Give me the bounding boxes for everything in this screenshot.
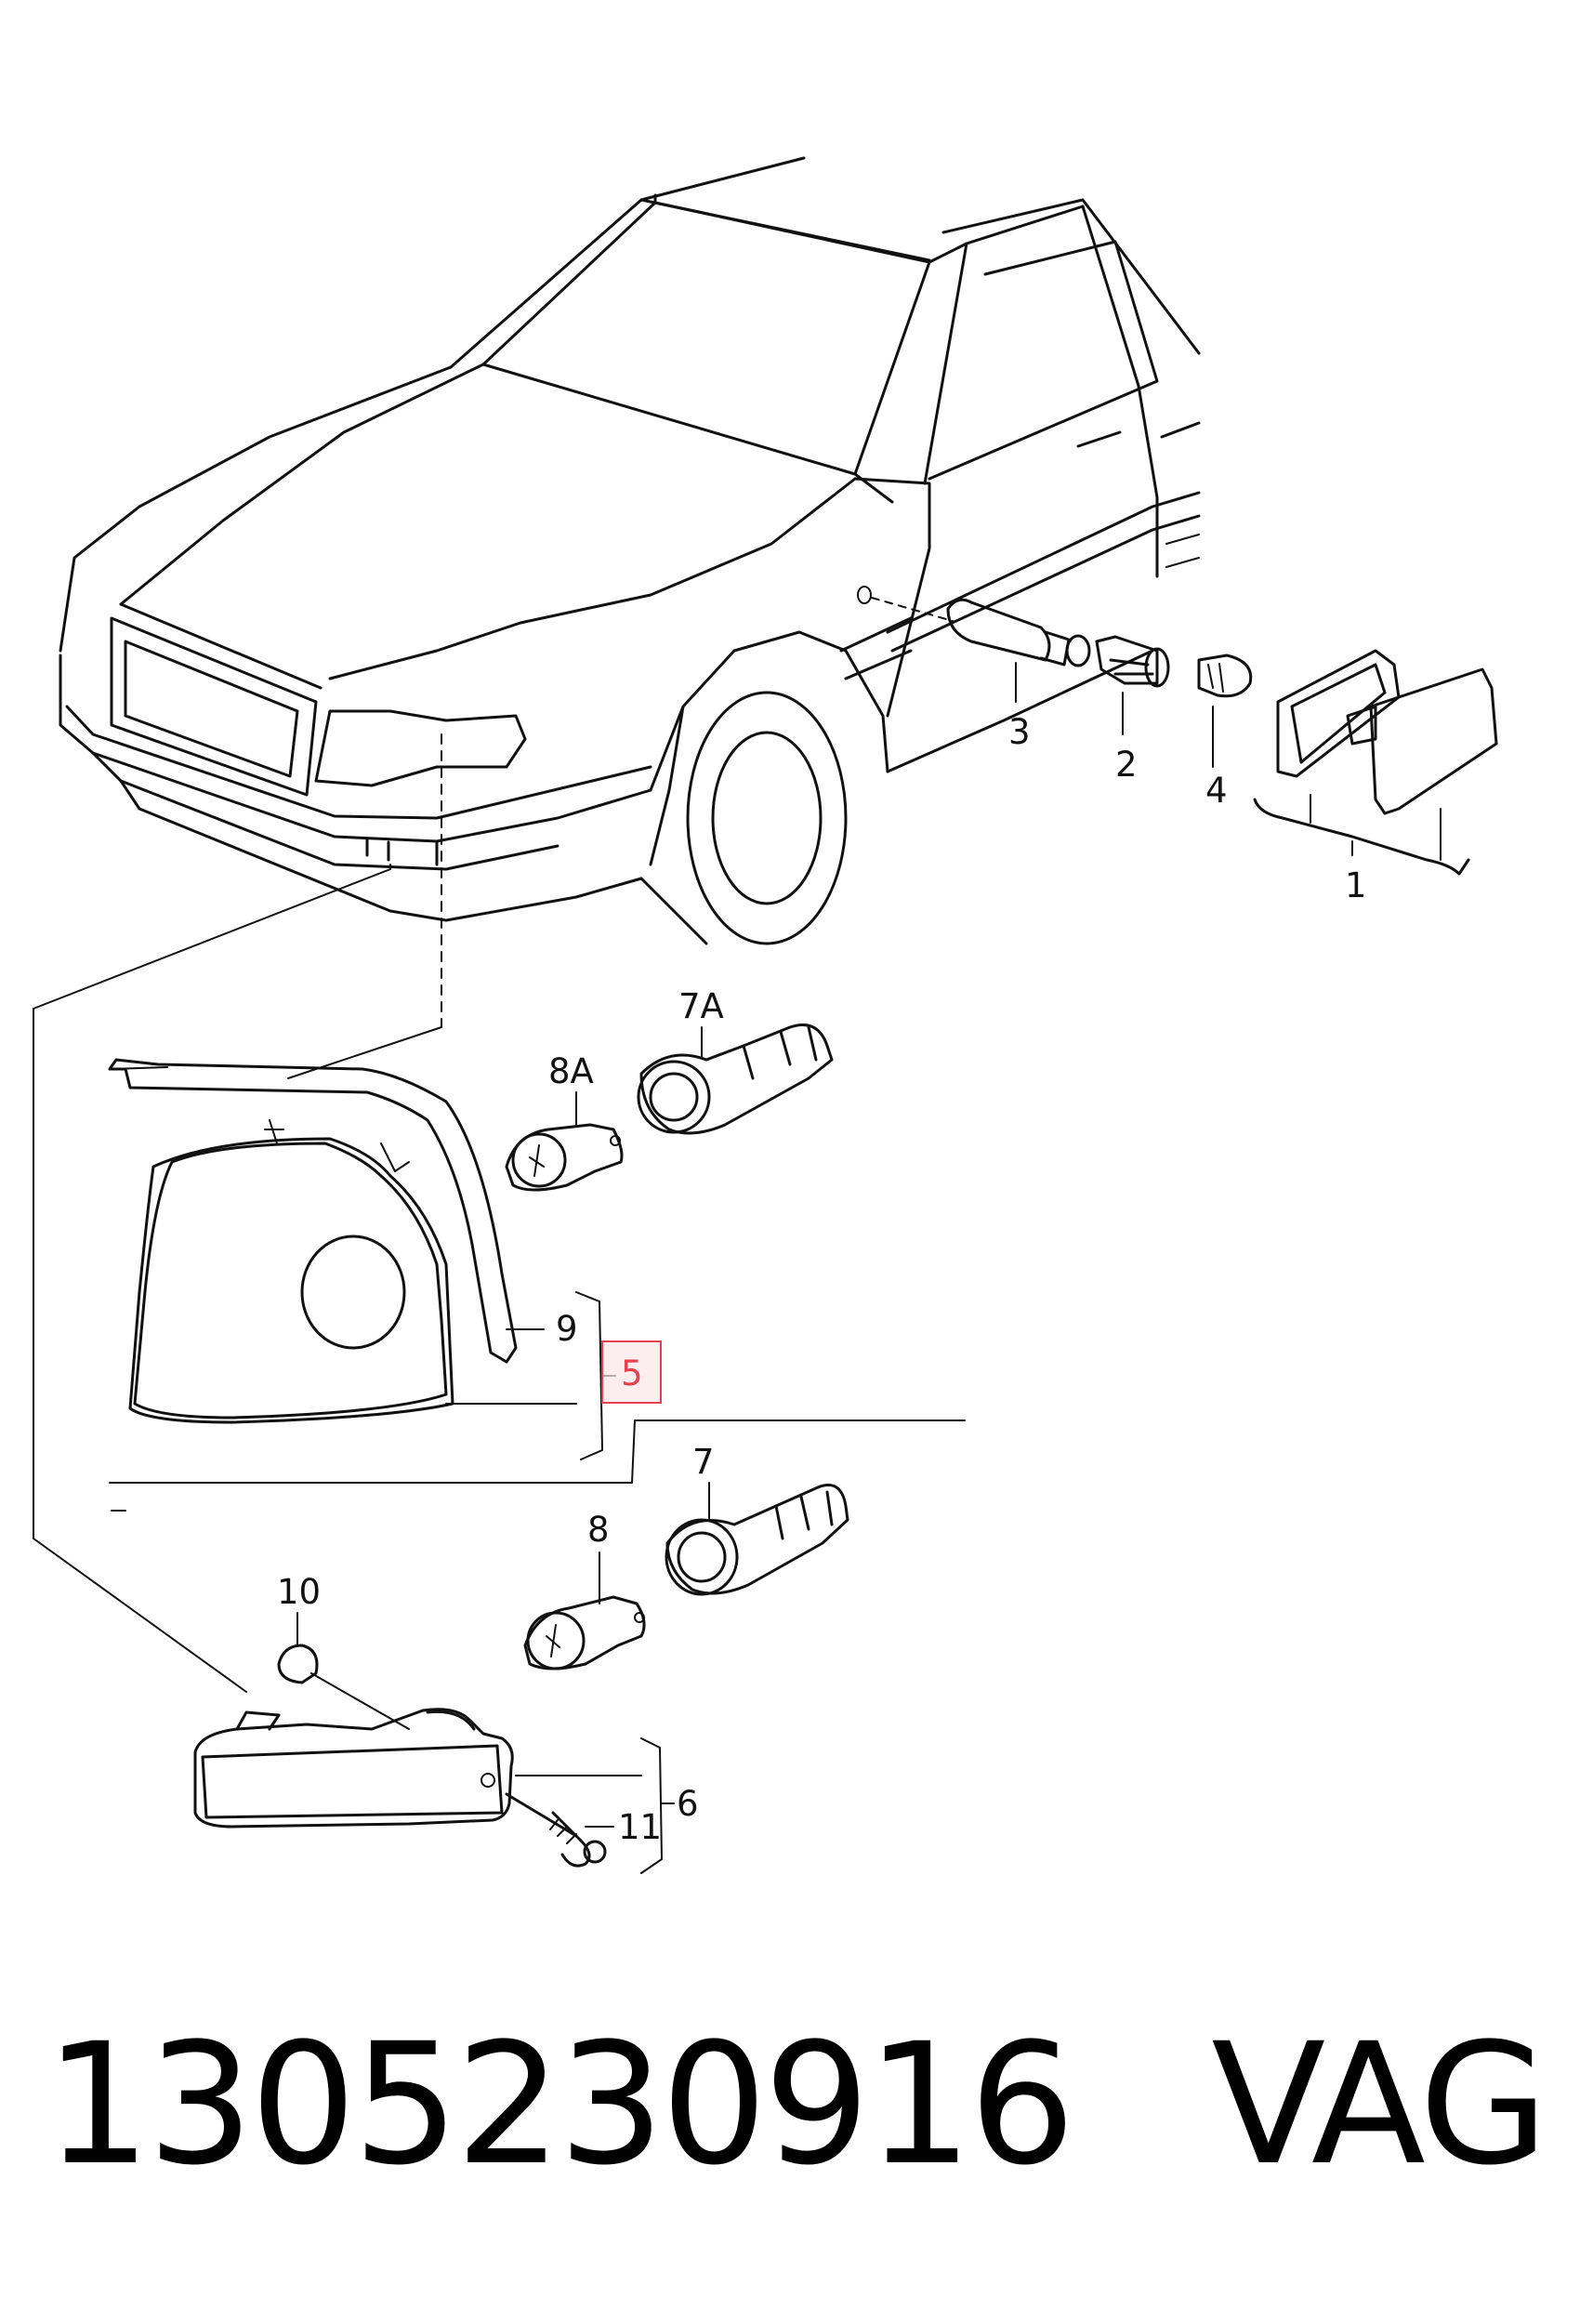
callout-10: 10 — [277, 1572, 321, 1612]
part-number: 1305230916 — [45, 2008, 1075, 2202]
callout-7: 7 — [692, 1442, 715, 1482]
callout-1: 1 — [1345, 865, 1367, 905]
part-number-caption: 1305230916 VAG — [45, 2008, 1548, 2202]
bumper-indicator-assembly — [33, 1008, 849, 1874]
callout-8: 8 — [587, 1510, 610, 1550]
callout-5: 5 — [621, 1353, 643, 1393]
highlighted-callout-5[interactable]: 5 — [601, 1340, 662, 1404]
callout-9: 9 — [556, 1309, 578, 1349]
callout-4: 4 — [1205, 771, 1228, 811]
callout-8a: 8A — [548, 1051, 594, 1091]
callout-2: 2 — [1115, 745, 1138, 785]
callout-7a: 7A — [678, 986, 724, 1026]
brand-name: VAG — [1211, 2008, 1548, 2202]
callout-11: 11 — [618, 1807, 662, 1847]
callout-labels: 3 2 4 1 7A 8A 9 7 8 10 11 6 — [277, 712, 1367, 1847]
callout-6: 6 — [677, 1784, 699, 1824]
highlight-box — [601, 1340, 662, 1404]
callout-3: 3 — [1008, 712, 1031, 752]
front-indicator-assembly — [33, 733, 966, 1512]
side-marker-assembly — [871, 597, 1498, 876]
car-illustration — [59, 156, 1201, 945]
